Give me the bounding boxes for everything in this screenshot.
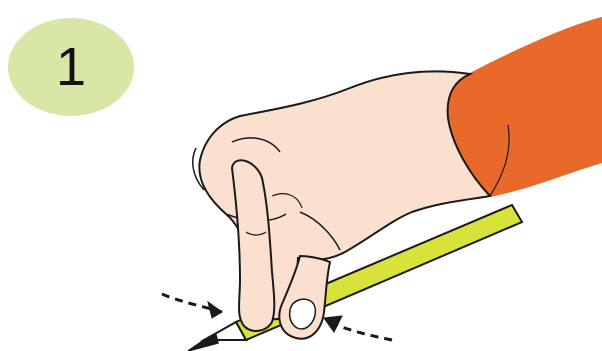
sleeve-icon [448, 18, 602, 196]
